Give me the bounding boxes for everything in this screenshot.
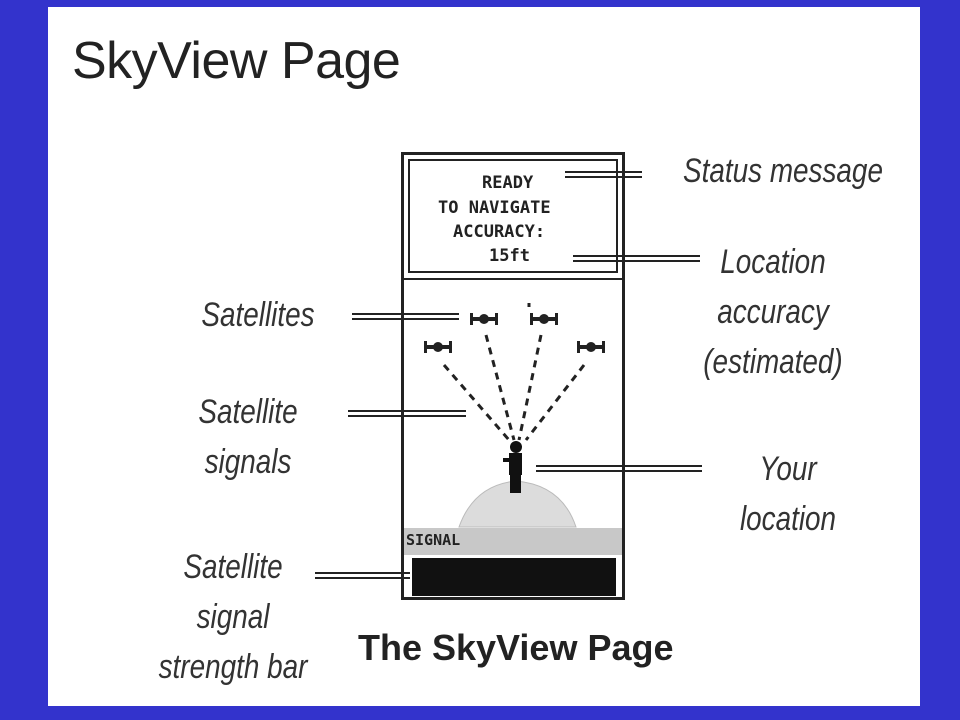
leader-satellite-signals bbox=[348, 410, 466, 417]
satellite-signal-lines bbox=[442, 303, 586, 441]
callout-satellites: Satellites bbox=[201, 296, 315, 334]
satellite-icon bbox=[470, 313, 498, 325]
leader-your-location bbox=[536, 465, 702, 472]
gps-device-screen: READY TO NAVIGATE ACCURACY: 15ft bbox=[401, 152, 625, 600]
status-line-accuracy: ACCURACY: bbox=[453, 222, 546, 242]
signal-strength-bar bbox=[412, 558, 616, 596]
callout-signal-strength-bar: Satellite signal strength bar bbox=[158, 548, 308, 686]
sky-view-graphic bbox=[424, 303, 605, 528]
signal-label-background bbox=[404, 528, 622, 555]
callout-status-message: Status message bbox=[683, 152, 883, 190]
callout-your-location: Your location bbox=[739, 450, 837, 538]
satellite-icon bbox=[530, 313, 558, 325]
leader-status-message bbox=[565, 171, 642, 178]
callout-location-accuracy: Location accuracy (estimated) bbox=[703, 243, 843, 381]
leader-location-accuracy bbox=[573, 255, 700, 262]
signal-label: SIGNAL bbox=[406, 531, 461, 549]
callout-satellite-signals: Satellite signals bbox=[198, 393, 298, 481]
status-line-accuracy-value: 15ft bbox=[489, 246, 530, 266]
leader-signal-strength-bar bbox=[315, 572, 410, 579]
screen-divider bbox=[404, 278, 622, 280]
person-icon bbox=[503, 441, 522, 493]
status-line-ready: READY bbox=[482, 173, 534, 193]
satellite-icon bbox=[424, 341, 452, 353]
slide: SkyView Page READY TO NAVIGATE ACCURACY:… bbox=[48, 7, 920, 706]
figure-caption: The SkyView Page bbox=[358, 627, 674, 668]
status-line-navigate: TO NAVIGATE bbox=[438, 198, 551, 218]
page-title: SkyView Page bbox=[72, 32, 401, 90]
leader-satellites bbox=[352, 313, 459, 320]
status-message-box: READY TO NAVIGATE ACCURACY: 15ft bbox=[408, 159, 618, 273]
satellite-icon bbox=[577, 341, 605, 353]
